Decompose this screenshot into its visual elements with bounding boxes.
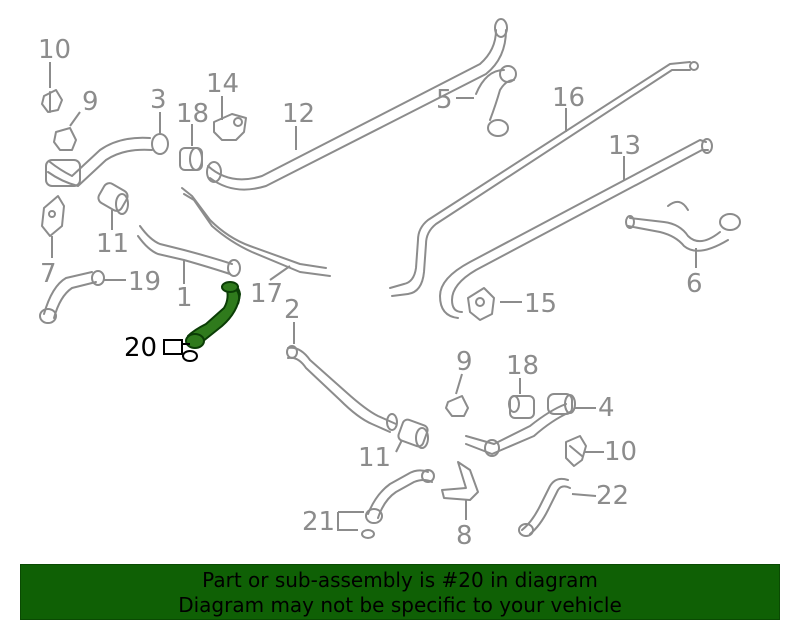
part-13-pipe[interactable]	[439, 138, 713, 319]
leader-20	[163, 339, 190, 357]
callout-10-top: 10	[38, 35, 71, 65]
part-20-o-ring[interactable]	[182, 350, 198, 362]
callout-19: 19	[128, 267, 161, 297]
vehicle-fitment-banner: Part or sub-assembly is #20 in diagram D…	[20, 564, 780, 620]
part-17-hose[interactable]	[181, 187, 331, 277]
callout-20-highlighted: 20	[124, 333, 157, 363]
part-22-hose[interactable]	[518, 477, 571, 537]
leader-lines	[49, 62, 697, 531]
callout-22: 22	[596, 481, 629, 511]
callout-6: 6	[686, 269, 703, 299]
part-15-bracket[interactable]	[467, 287, 495, 321]
part-11-coupling-a[interactable]	[96, 181, 130, 215]
callout-13: 13	[608, 131, 641, 161]
part-4-pipe[interactable]	[465, 393, 576, 457]
part-3-pipe[interactable]	[45, 133, 169, 187]
part-9-clip[interactable]	[53, 127, 77, 151]
part-21-hose[interactable]	[361, 469, 435, 539]
part-20-hose-highlighted[interactable]	[185, 281, 241, 349]
callout-1: 1	[176, 283, 193, 313]
callout-4: 4	[598, 393, 615, 423]
part-11-coupling-b[interactable]	[397, 418, 429, 449]
callout-5: 5	[436, 85, 453, 115]
part-9-clip-b[interactable]	[445, 395, 469, 417]
part-19-hose[interactable]	[39, 270, 105, 324]
part-16-pipe[interactable]	[389, 61, 699, 297]
part-14-bracket[interactable]	[213, 113, 247, 141]
callout-9-bottom: 9	[456, 347, 473, 377]
parts-diagram: 10 9 3 18 14 12 5 16 13 11 7 19 1 17 6 1…	[38, 18, 741, 551]
callout-9-top: 9	[82, 87, 99, 117]
callout-18-top: 18	[176, 99, 209, 129]
part-6-hose[interactable]	[625, 200, 741, 252]
part-18-coupling-b[interactable]	[508, 395, 535, 419]
part-5-hose[interactable]	[475, 65, 517, 137]
banner-line-1: Part or sub-assembly is #20 in diagram	[202, 568, 598, 592]
callout-12: 12	[282, 99, 315, 129]
callout-11-top: 11	[96, 229, 129, 259]
callout-11-bottom: 11	[358, 443, 391, 473]
part-8-bracket[interactable]	[441, 461, 479, 501]
part-2-pipe[interactable]	[286, 345, 398, 433]
callout-3: 3	[150, 85, 167, 115]
part-18-coupling-a[interactable]	[179, 147, 203, 171]
part-1-pipe[interactable]	[137, 225, 241, 277]
callout-15: 15	[524, 289, 557, 319]
part-10-bracket[interactable]	[41, 89, 63, 113]
banner-line-2: Diagram may not be specific to your vehi…	[178, 593, 622, 617]
callout-16: 16	[552, 83, 585, 113]
part-7-bracket[interactable]	[41, 195, 65, 237]
callout-18-bottom: 18	[506, 351, 539, 381]
callout-2: 2	[284, 295, 301, 325]
part-12-pipe[interactable]	[206, 18, 508, 191]
callout-21: 21	[302, 507, 335, 537]
part-10-bracket-b[interactable]	[565, 435, 587, 467]
callout-10-bottom: 10	[604, 437, 637, 467]
callout-8: 8	[456, 521, 473, 551]
callout-17: 17	[250, 279, 283, 309]
callout-7: 7	[40, 259, 57, 289]
callout-14: 14	[206, 69, 239, 99]
